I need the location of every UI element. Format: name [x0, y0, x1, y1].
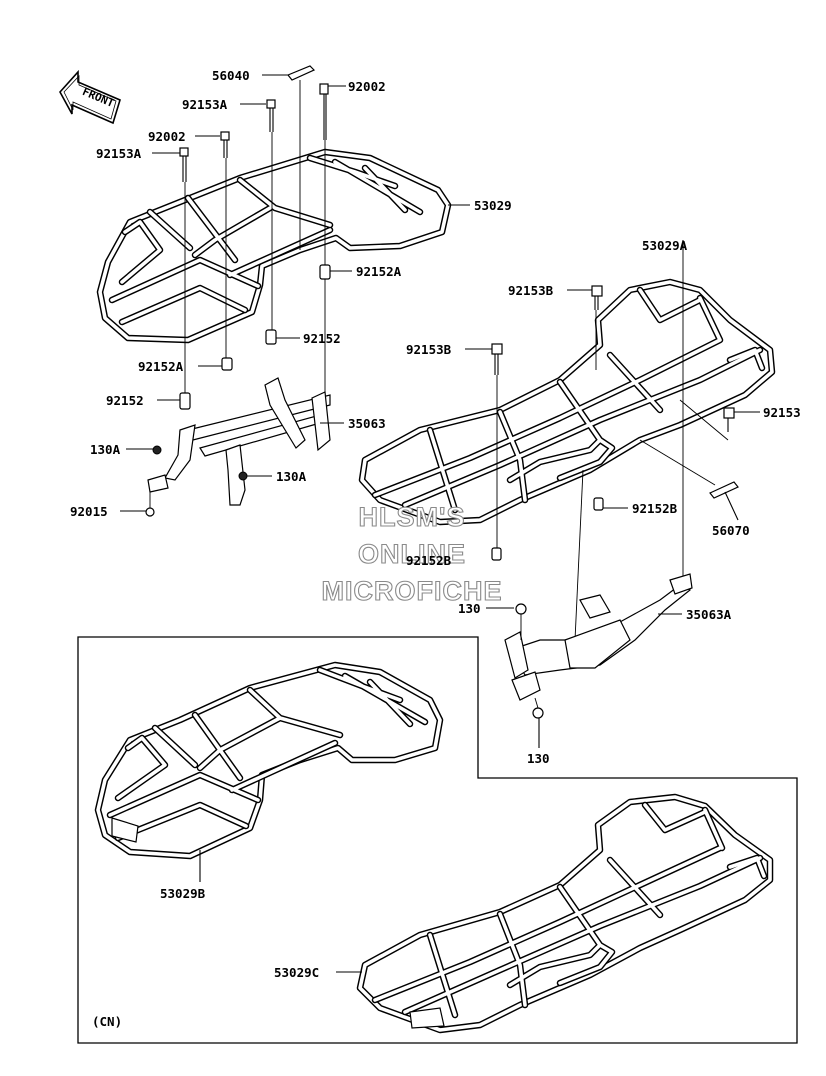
rear-carrier-53029A	[358, 278, 776, 526]
label-92152A-right: 92152A	[356, 264, 402, 279]
label-92015: 92015	[70, 504, 108, 519]
label-35063A: 35063A	[686, 607, 732, 622]
label-130-top: 130	[458, 601, 481, 616]
watermark-line1: HLSM'S	[359, 502, 466, 532]
bolt-92002-top	[319, 83, 329, 140]
collar-92152B-right	[593, 497, 604, 511]
label-35063: 35063	[348, 416, 386, 431]
watermark: HLSM'S ONLINE MICROFICHE	[321, 501, 503, 606]
label-53029B: 53029B	[160, 886, 206, 901]
label-53029C: 53029C	[274, 965, 319, 980]
plate-56040	[287, 65, 316, 81]
collar-92152-left	[179, 392, 191, 410]
bolt-92153A-mid	[179, 147, 189, 182]
label-130A-left: 130A	[90, 442, 121, 457]
carrier-53029C	[356, 793, 774, 1034]
region-note: (CN)	[92, 1014, 122, 1029]
plate-56070	[709, 481, 739, 499]
part-labels: 56040 92002 92153A 92002 92153A 53029 92…	[70, 68, 801, 1029]
collar-92152A-left	[221, 357, 233, 371]
label-92152B-left: 92152B	[406, 553, 452, 568]
label-53029A: 53029A	[642, 238, 688, 253]
label-92152A-left: 92152A	[138, 359, 184, 374]
label-92153A-mid: 92153A	[96, 146, 142, 161]
bolt-92153	[723, 407, 735, 432]
label-130A-right: 130A	[276, 469, 307, 484]
label-92152B-right: 92152B	[632, 501, 678, 516]
carrier-53029B	[94, 661, 444, 860]
collar-92152B-left	[491, 547, 502, 561]
bolt-92002-mid	[220, 131, 230, 158]
watermark-line3: MICROFICHE	[322, 576, 503, 606]
label-56040: 56040	[212, 68, 250, 83]
label-92002-mid: 92002	[148, 129, 186, 144]
front-carrier-53029	[96, 148, 452, 344]
cn-inset-border	[77, 636, 798, 1044]
collar-92152-right	[265, 329, 277, 345]
label-130-bottom: 130	[527, 751, 550, 766]
label-53029: 53029	[474, 198, 512, 213]
label-92152-left: 92152	[106, 393, 144, 408]
bolt-92153A-top	[266, 99, 276, 132]
watermark-line2: ONLINE	[358, 539, 466, 569]
label-92152-right: 92152	[303, 331, 341, 346]
bolt-92153B-mid	[491, 343, 503, 375]
bolt-92153B-top	[591, 285, 603, 310]
front-arrow-icon: FRONT	[59, 69, 121, 125]
collar-92152A-right	[319, 264, 331, 280]
label-92153B-top: 92153B	[508, 283, 554, 298]
label-92153: 92153	[763, 405, 801, 420]
label-92002-top: 92002	[348, 79, 386, 94]
label-56070: 56070	[712, 523, 750, 538]
bracket-35063A	[504, 573, 693, 719]
label-92153A-top: 92153A	[182, 97, 228, 112]
label-92153B-mid: 92153B	[406, 342, 452, 357]
leader-lines	[120, 74, 760, 973]
bracket-35063	[145, 377, 331, 517]
